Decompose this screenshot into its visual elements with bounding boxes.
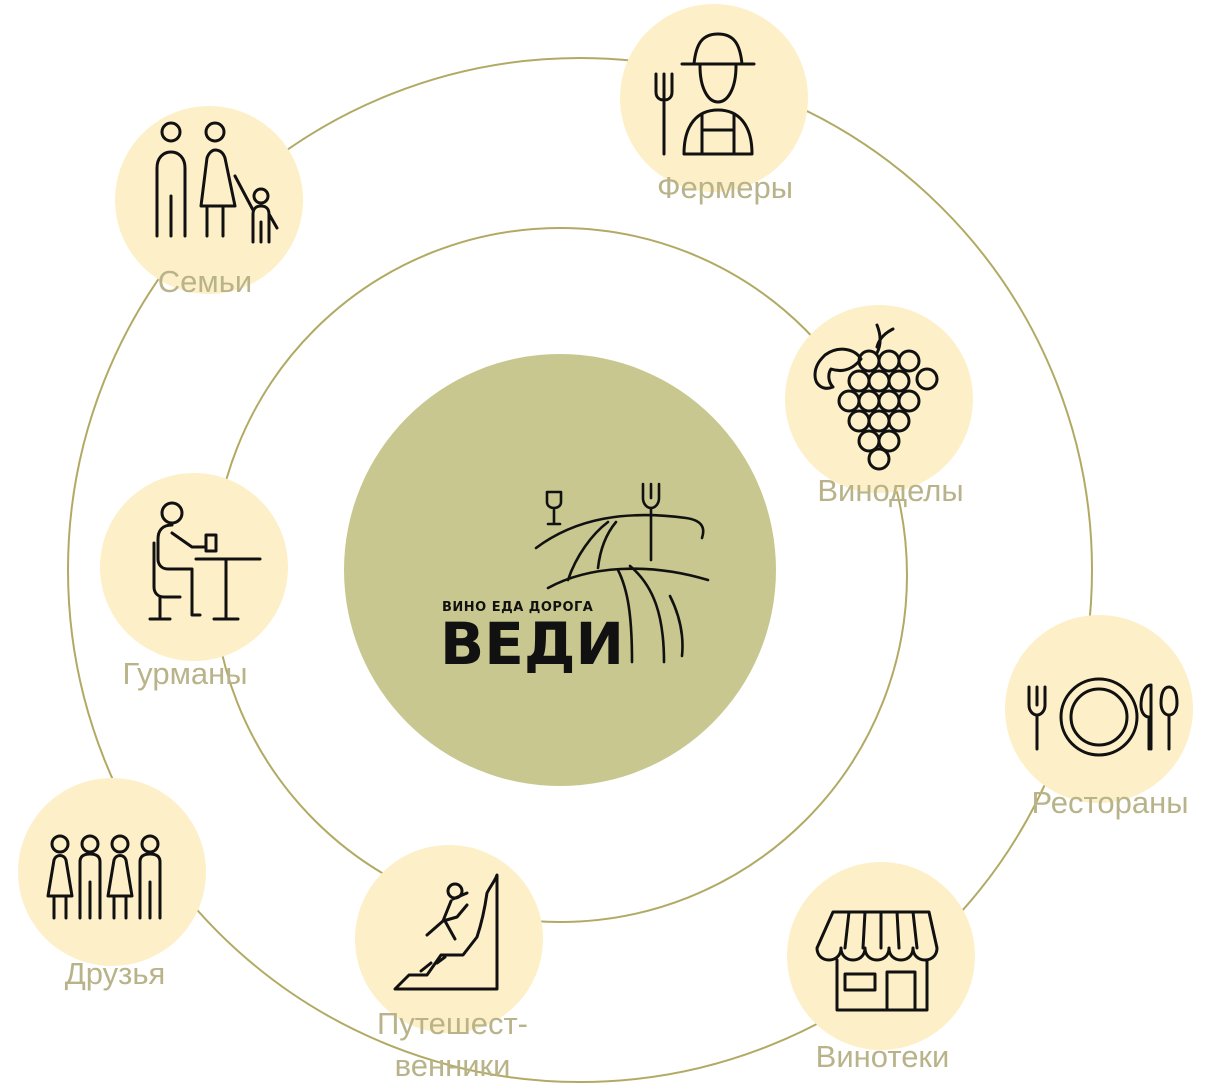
label-travelers: Путешест- венники xyxy=(360,1007,545,1083)
node-winemakers xyxy=(785,305,973,493)
node-families xyxy=(115,106,303,294)
climber-icon xyxy=(393,873,499,991)
logo-name: ВЕДИ xyxy=(440,610,624,678)
label-travelers-line1: Путешест- xyxy=(376,1006,528,1041)
outer-ring xyxy=(67,57,1093,1083)
grapes-icon xyxy=(813,323,939,471)
center-circle xyxy=(344,354,776,786)
node-restaurants xyxy=(1005,615,1193,803)
node-gourmets xyxy=(100,473,288,661)
label-wineshops: Винотеки xyxy=(815,1039,950,1074)
node-travelers xyxy=(355,845,543,1033)
label-families: Семьи xyxy=(157,264,253,299)
friends-icon xyxy=(46,834,162,920)
farmer-icon xyxy=(654,32,756,156)
label-winemakers: Виноделы xyxy=(817,473,964,508)
label-travelers-line2: венники xyxy=(394,1048,511,1083)
family-icon xyxy=(155,121,279,244)
label-gourmets: Гурманы xyxy=(122,656,248,691)
node-wineshops xyxy=(787,862,975,1050)
diner-icon xyxy=(148,501,262,621)
label-farmers: Фермеры xyxy=(656,170,794,205)
label-friends: Друзья xyxy=(64,956,166,991)
label-restaurants: Рестораны xyxy=(1031,785,1189,820)
node-farmers xyxy=(620,4,808,192)
logo-tagline: ВИНО ЕДА ДОРОГА xyxy=(442,600,593,615)
plate-cutlery-icon xyxy=(1027,677,1179,757)
vineyard-road-wine-fork-icon xyxy=(534,482,710,664)
node-friends xyxy=(18,778,206,966)
storefront-icon xyxy=(815,910,939,1012)
